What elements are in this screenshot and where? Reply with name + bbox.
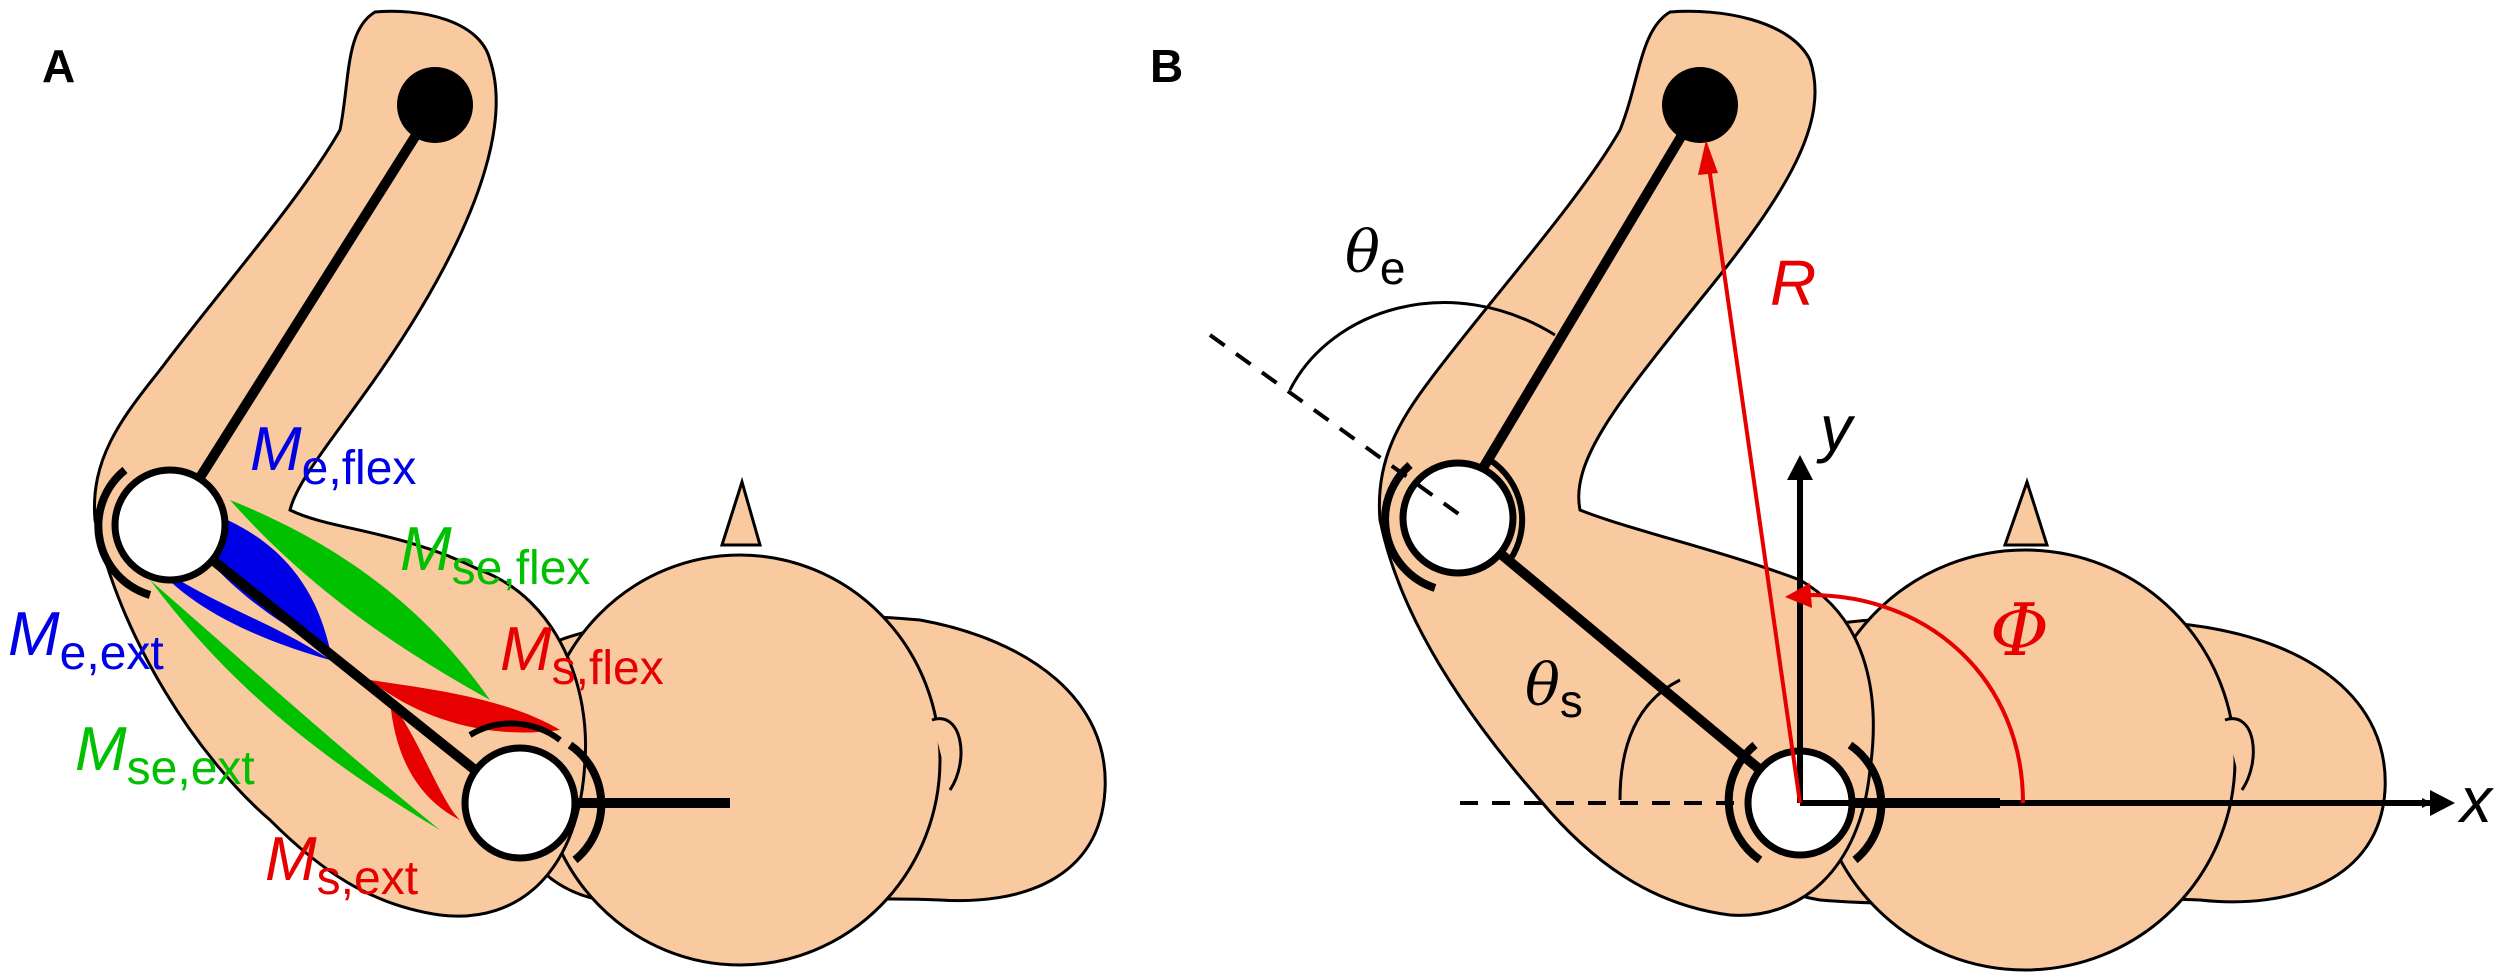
- panel-a-letter: A: [42, 40, 75, 92]
- label-r: R: [1770, 247, 1816, 319]
- label-m-e-ext: Me,ext: [8, 600, 164, 680]
- panel-b-hand-point: [1662, 67, 1738, 143]
- muscle-s-flex-shape: [370, 680, 560, 733]
- muscle-e-ext-shape: [150, 560, 330, 660]
- phi-arc: [1809, 593, 2025, 804]
- theta-e-reference-line: [1208, 333, 1462, 517]
- label-m-se-ext: Mse,ext: [75, 715, 255, 795]
- muscle-s-ext-shape: [390, 700, 460, 820]
- x-axis-arrowhead: [2430, 790, 2455, 816]
- panel-a-arm: [92, 9, 588, 918]
- panel-a-head: [538, 553, 942, 967]
- panel-a-shoulder-joint: [461, 744, 579, 862]
- panel-b-forearm-bone: [1450, 102, 1705, 518]
- panel-a-elbow-joint: [111, 466, 229, 584]
- panel-b-nose: [2002, 477, 2050, 547]
- r-vector: [1706, 159, 1802, 804]
- panel-a: A Me,flex Me,ext Mse,flex Mse,ex: [8, 9, 1107, 967]
- theta-s-arc: [1618, 678, 1681, 801]
- label-m-s-flex: Ms,flex: [500, 615, 664, 695]
- panel-a-shoulder-bracket-2: [468, 720, 562, 743]
- panel-a-shoulder-bracket: [567, 741, 606, 864]
- label-y-axis: y: [1816, 392, 1856, 464]
- label-m-se-flex: Mse,flex: [400, 515, 590, 595]
- panel-b-letter: B: [1150, 40, 1183, 92]
- label-theta-s: θs: [1525, 651, 1583, 727]
- label-m-e-flex: Me,flex: [250, 415, 416, 495]
- panel-a-nose: [719, 476, 762, 547]
- panel-a-forearm-bone: [165, 102, 440, 528]
- panel-a-elbow-bracket: [94, 466, 152, 599]
- panel-b-elbow-bracket-2: [1488, 457, 1526, 562]
- theta-e-arc: [1288, 301, 1556, 391]
- panel-b-elbow-bracket: [1381, 461, 1437, 592]
- r-vector-arrowhead: [1698, 140, 1718, 175]
- panel-a-upperarm-bone: [171, 526, 504, 794]
- label-phi: Φ: [1990, 588, 2049, 672]
- phi-arrowhead: [1785, 583, 1812, 608]
- panel-b-ear: [2224, 717, 2255, 791]
- panel-b-arm: [1377, 9, 1875, 917]
- panel-a-ear: [931, 717, 963, 791]
- label-m-s-ext: Ms,ext: [265, 825, 418, 905]
- panel-b: B: [1150, 9, 2494, 972]
- label-theta-e: θe: [1345, 218, 1406, 294]
- panel-b-elbow-joint: [1399, 459, 1517, 577]
- y-axis-arrowhead: [1787, 455, 1813, 480]
- muscle-se-flex-shape: [230, 500, 490, 700]
- label-x-axis: x: [2457, 764, 2494, 836]
- panel-a-hand-point: [397, 67, 473, 143]
